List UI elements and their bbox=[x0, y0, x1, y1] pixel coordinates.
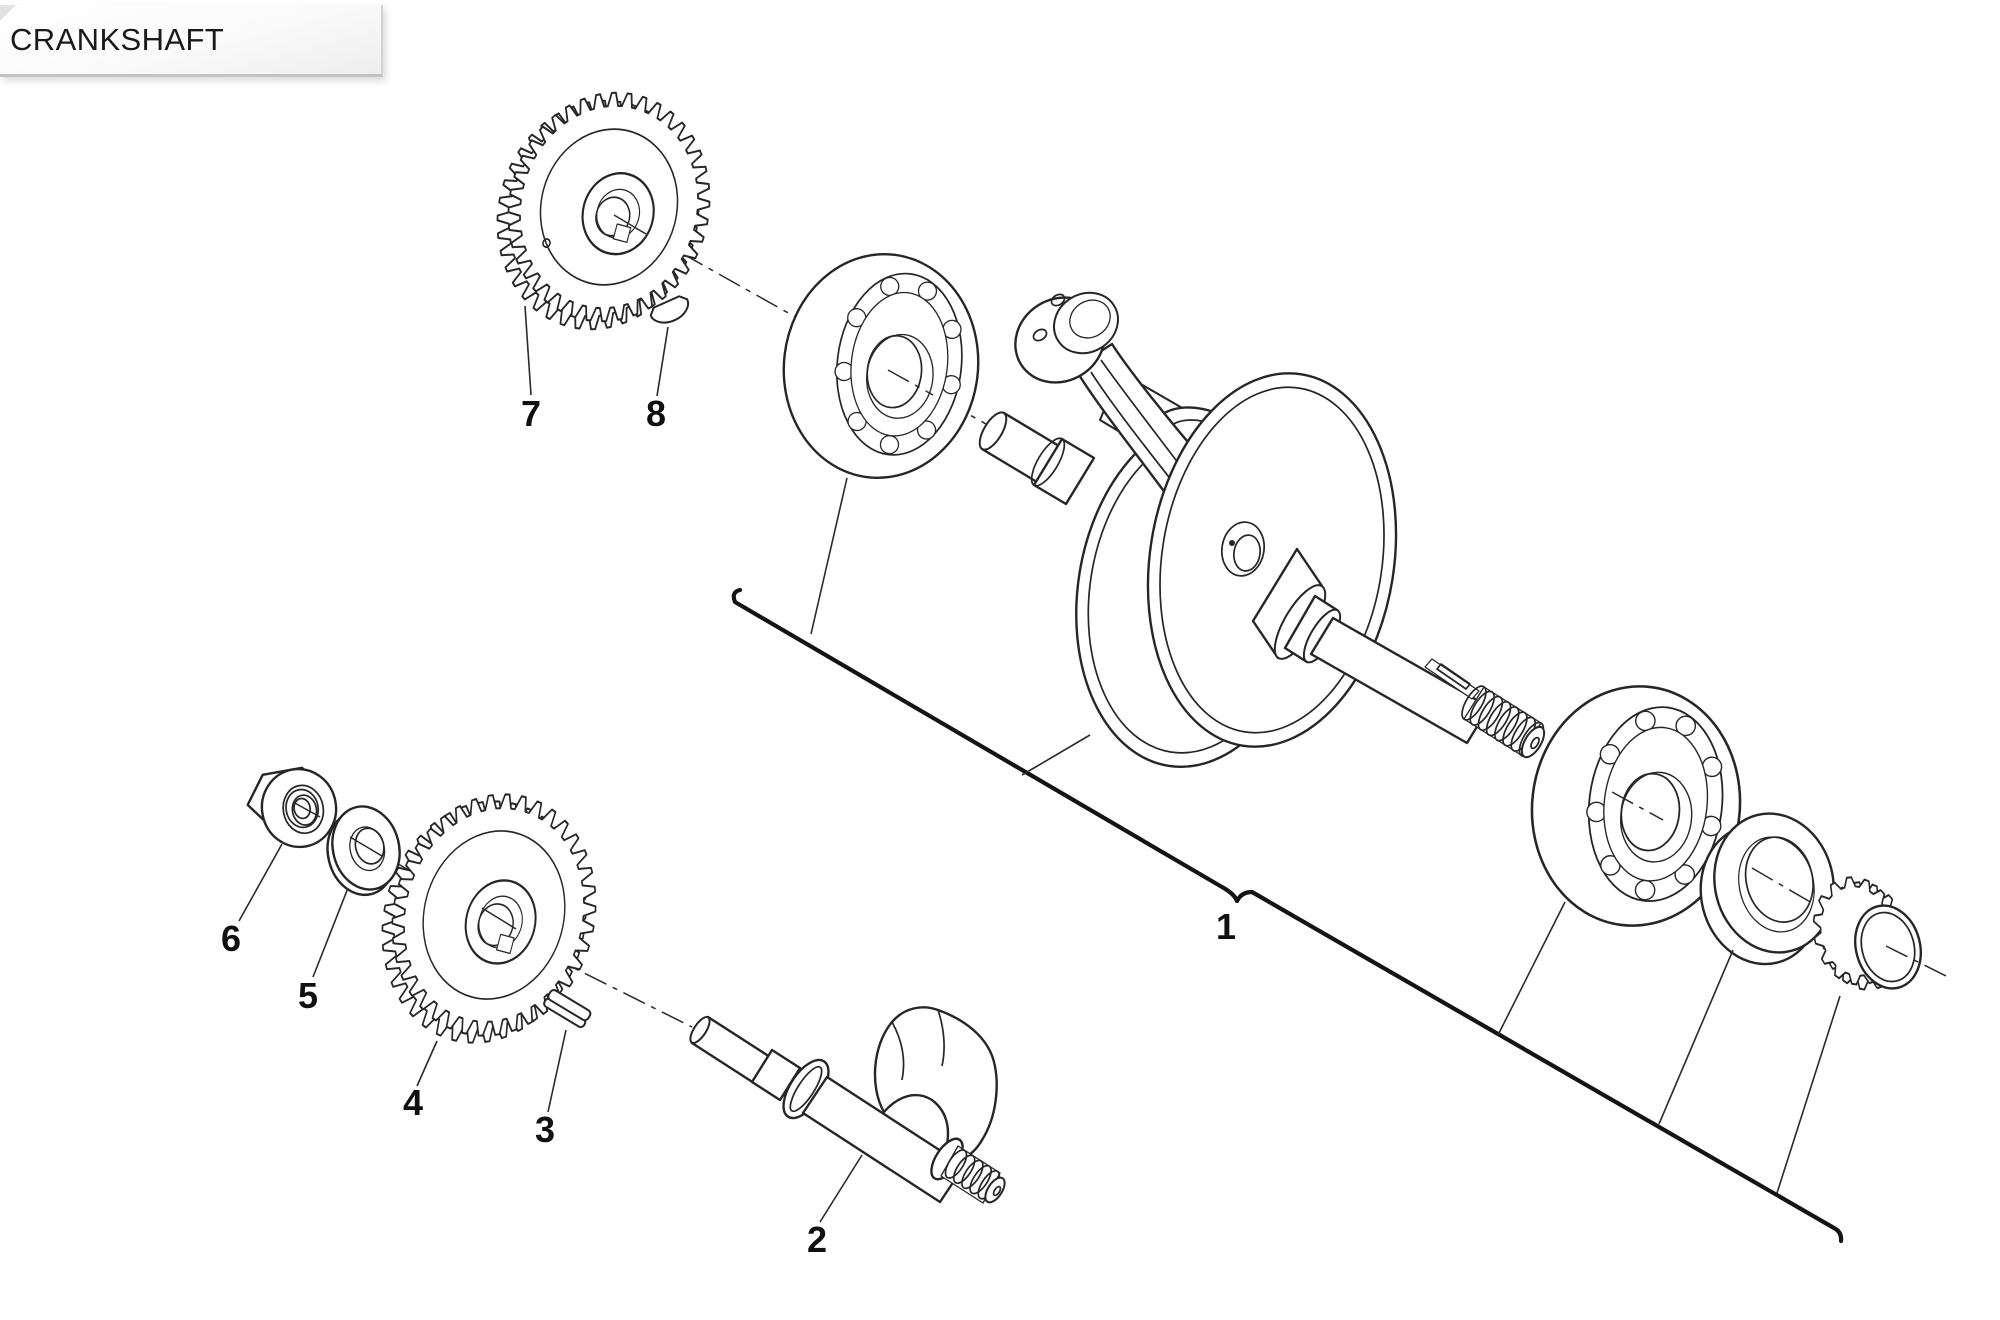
right-main-bearing-illustration bbox=[1530, 685, 1742, 927]
leader-line-part-3 bbox=[547, 1029, 567, 1113]
leader-line-part-1 bbox=[1658, 949, 1734, 1125]
leader-line-part-1 bbox=[1776, 995, 1841, 1194]
page-title: CRANKSHAFT bbox=[10, 21, 225, 57]
assembly-centerline bbox=[613, 214, 647, 235]
assembly-centerline bbox=[481, 907, 517, 930]
assembly-centerline bbox=[349, 836, 383, 857]
assembly-centerline bbox=[1885, 945, 1949, 978]
part-label-5[interactable]: 5 bbox=[297, 975, 319, 1016]
leader-line-part-1 bbox=[1497, 901, 1566, 1036]
part-label-4[interactable]: 4 bbox=[402, 1082, 424, 1123]
assembly-centerline bbox=[1611, 791, 1664, 821]
part-label-3[interactable]: 3 bbox=[534, 1109, 556, 1150]
leader-line-part-7 bbox=[524, 305, 532, 396]
primary-drive-gear-illustration bbox=[496, 91, 711, 331]
spacer-washer-illustration bbox=[1699, 812, 1835, 966]
title-box: CRANKSHAFT bbox=[0, 5, 383, 77]
bearing-balls bbox=[834, 276, 962, 455]
group-bracket-part-1 bbox=[731, 587, 1844, 1244]
part-label-2[interactable]: 2 bbox=[806, 1219, 828, 1260]
crank-thread-rings bbox=[1461, 685, 1545, 758]
part-label-6[interactable]: 6 bbox=[220, 918, 242, 959]
leader-line-part-5 bbox=[312, 887, 349, 978]
crankshaft-illustration bbox=[978, 291, 1546, 769]
leader-line-part-6 bbox=[238, 843, 283, 922]
gear-key-illustration bbox=[649, 295, 690, 324]
callout-layer bbox=[238, 214, 1949, 1244]
leader-line-part-2 bbox=[819, 1154, 863, 1223]
flange-nut-illustration bbox=[246, 766, 338, 849]
timing-pinion-illustration bbox=[1812, 876, 1922, 991]
balance-shaft-illustration bbox=[689, 1006, 1006, 1204]
assembly-centerline bbox=[1751, 867, 1813, 904]
leader-line-part-4 bbox=[416, 1040, 438, 1087]
part-label-8[interactable]: 8 bbox=[645, 393, 667, 434]
leader-line-part-1 bbox=[1021, 734, 1091, 776]
leader-line-part-8 bbox=[656, 326, 669, 397]
balance-gear-key-illustration bbox=[543, 989, 592, 1029]
washer-illustration bbox=[326, 805, 401, 897]
part-label-7[interactable]: 7 bbox=[520, 393, 542, 434]
leader-line-part-1 bbox=[810, 477, 848, 635]
left-main-bearing-illustration bbox=[782, 253, 980, 479]
assembly-centerline bbox=[887, 369, 934, 396]
assembly-centerline bbox=[292, 801, 321, 818]
part-label-1[interactable]: 1 bbox=[1215, 906, 1237, 947]
